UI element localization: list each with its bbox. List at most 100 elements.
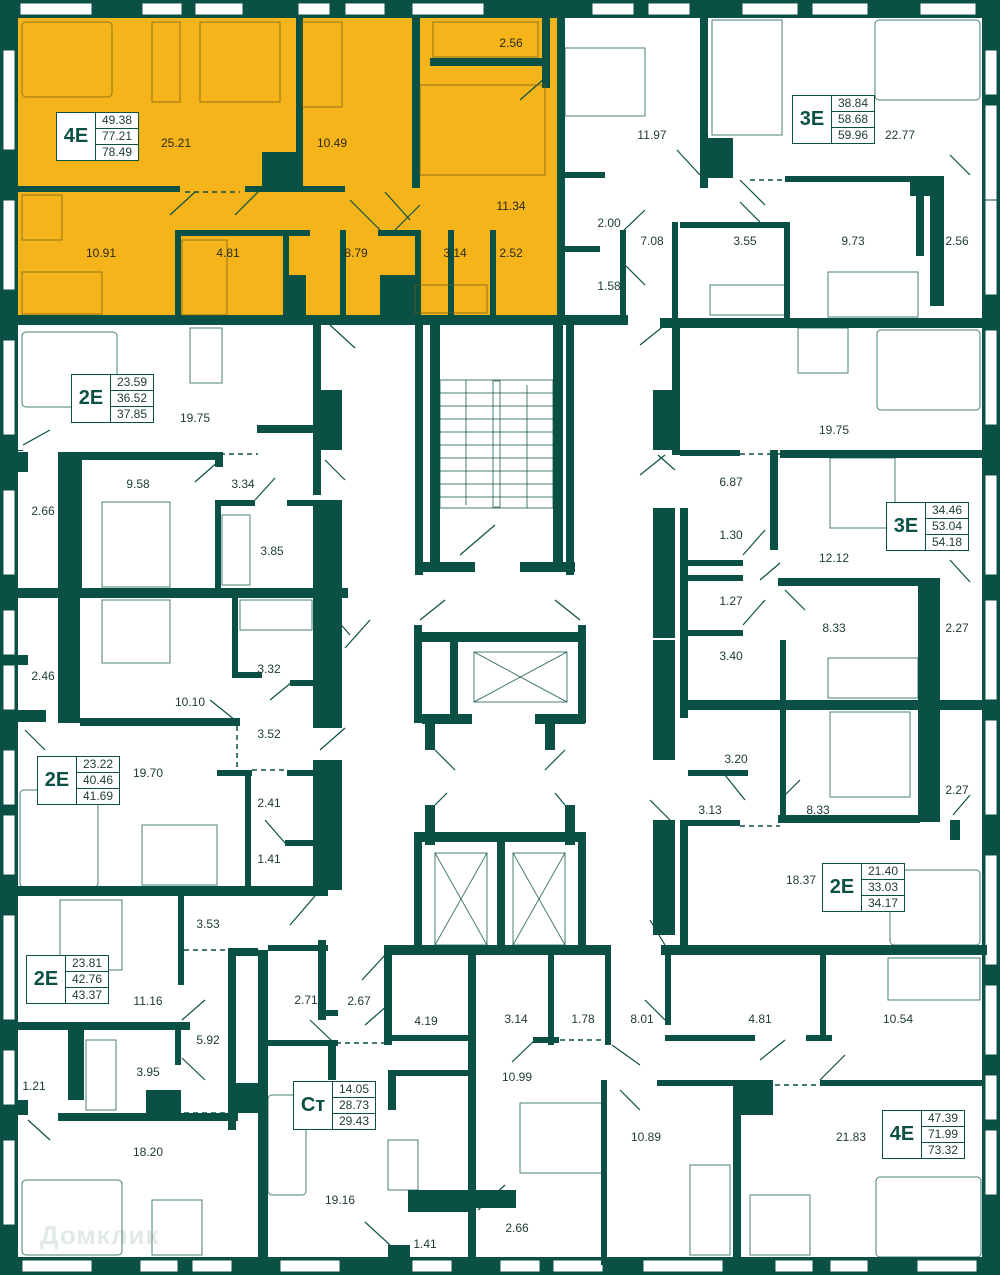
apartment-type-label: 2E bbox=[72, 375, 111, 422]
interior-walls bbox=[18, 18, 987, 1265]
room-area-label: 19.75 bbox=[179, 411, 211, 425]
room-area-label: 4.81 bbox=[748, 1012, 772, 1026]
room-area-label: 10.49 bbox=[316, 136, 348, 150]
apartment-badge-3e-top-right[interactable]: 3E 38.84 58.68 59.96 bbox=[792, 95, 876, 144]
total-area: 28.73 bbox=[333, 1098, 376, 1114]
elevator-shafts bbox=[434, 651, 568, 946]
room-area-label: 2.66 bbox=[31, 504, 55, 518]
room-area-label: 2.46 bbox=[31, 669, 55, 683]
room-area-label: 3.14 bbox=[504, 1012, 528, 1026]
room-area-label: 8.79 bbox=[344, 246, 368, 260]
room-area-label: 1.41 bbox=[257, 852, 281, 866]
room-area-label: 2.56 bbox=[499, 36, 523, 50]
zone-separators bbox=[184, 179, 820, 1114]
total-area: 53.04 bbox=[926, 519, 969, 535]
room-area-label: 3.53 bbox=[196, 917, 220, 931]
room-area-label: 10.89 bbox=[630, 1130, 662, 1144]
apartment-badge-2e-left-1[interactable]: 2E 23.59 36.52 37.85 bbox=[71, 374, 155, 423]
living-area: 49.38 bbox=[96, 113, 139, 129]
living-area: 23.59 bbox=[111, 375, 154, 391]
room-area-label: 10.10 bbox=[174, 695, 206, 709]
apartment-type-label: 4E bbox=[883, 1111, 922, 1158]
room-area-label: 2.27 bbox=[945, 621, 969, 635]
room-area-label: 2.67 bbox=[347, 994, 371, 1008]
room-area-label: 19.75 bbox=[818, 423, 850, 437]
apartment-badge-4e-top-left[interactable]: 4E 49.38 77.21 78.49 bbox=[56, 112, 140, 161]
apartment-badge-2e-left-3[interactable]: 2E 23.81 42.76 43.37 bbox=[26, 955, 110, 1004]
room-area-label: 2.71 bbox=[294, 993, 318, 1007]
apartment-badge-3e-right-mid[interactable]: 3E 34.46 53.04 54.18 bbox=[886, 502, 970, 551]
watermark-logo: Домклик bbox=[40, 1220, 160, 1250]
room-area-label: 8.33 bbox=[822, 621, 846, 635]
total-area: 33.03 bbox=[862, 880, 905, 896]
room-area-label: 10.54 bbox=[882, 1012, 914, 1026]
room-area-label: 8.01 bbox=[630, 1012, 654, 1026]
room-area-label: 3.95 bbox=[136, 1065, 160, 1079]
total-area-with-balcony: 37.85 bbox=[117, 407, 148, 421]
apartment-type-label: 3E bbox=[887, 503, 926, 550]
apartment-badge-4e-bottom-right[interactable]: 4E 47.39 71.99 73.32 bbox=[882, 1110, 966, 1159]
room-area-label: 11.34 bbox=[496, 199, 526, 213]
room-area-label: 11.16 bbox=[133, 994, 163, 1008]
room-area-label: 8.33 bbox=[806, 803, 830, 817]
room-area-label: 2.41 bbox=[257, 796, 281, 810]
room-area-label: 18.37 bbox=[785, 873, 817, 887]
room-area-label: 4.81 bbox=[216, 246, 240, 260]
living-area: 34.46 bbox=[926, 503, 969, 519]
room-area-label: 1.58 bbox=[597, 279, 621, 293]
total-area: 40.46 bbox=[77, 773, 120, 789]
living-area: 23.81 bbox=[66, 956, 109, 972]
apartment-badge-2e-left-2[interactable]: 2E 23.22 40.46 41.69 bbox=[37, 756, 121, 805]
room-area-label: 1.21 bbox=[22, 1079, 46, 1093]
room-area-label: 1.78 bbox=[571, 1012, 595, 1026]
room-area-label: 7.08 bbox=[640, 234, 664, 248]
total-area: 36.52 bbox=[111, 391, 154, 407]
room-area-label: 3.20 bbox=[724, 752, 748, 766]
apartment-badge-2e-right-low[interactable]: 2E 21.40 33.03 34.17 bbox=[822, 863, 906, 912]
room-area-label: 10.99 bbox=[501, 1070, 533, 1084]
room-area-label: 18.20 bbox=[132, 1145, 164, 1159]
room-area-label: 19.70 bbox=[132, 766, 164, 780]
total-area: 71.99 bbox=[922, 1127, 965, 1143]
room-area-label: 3.34 bbox=[231, 477, 255, 491]
stairwell bbox=[439, 379, 554, 509]
room-area-label: 3.32 bbox=[257, 662, 281, 676]
apartment-type-label: 2E bbox=[38, 757, 77, 804]
room-area-label: 19.16 bbox=[324, 1193, 356, 1207]
room-area-label: 3.13 bbox=[698, 803, 722, 817]
apartment-badge-studio[interactable]: Ст 14.05 28.73 29.43 bbox=[293, 1081, 377, 1130]
room-area-label: 21.83 bbox=[835, 1130, 867, 1144]
apartment-type-label: Ст bbox=[294, 1082, 333, 1129]
total-area-with-balcony: 78.49 bbox=[102, 145, 133, 159]
total-area-with-balcony: 34.17 bbox=[868, 896, 899, 910]
room-area-label: 3.52 bbox=[257, 727, 281, 741]
room-area-label: 2.66 bbox=[505, 1221, 529, 1235]
total-area: 42.76 bbox=[66, 972, 109, 988]
apartment-type-label: 4E bbox=[57, 113, 96, 160]
apartment-type-label: 2E bbox=[27, 956, 66, 1003]
room-area-label: 1.41 bbox=[413, 1237, 437, 1251]
room-area-label: 12.12 bbox=[818, 551, 850, 565]
room-area-label: 3.40 bbox=[719, 649, 743, 663]
apartment-type-label: 3E bbox=[793, 96, 832, 143]
room-area-label: 3.85 bbox=[260, 544, 284, 558]
total-area-with-balcony: 73.32 bbox=[928, 1143, 959, 1157]
living-area: 38.84 bbox=[832, 96, 875, 112]
room-area-label: 2.00 bbox=[597, 216, 621, 230]
room-area-label: 3.55 bbox=[733, 234, 757, 248]
furniture bbox=[19, 19, 982, 1258]
living-area: 23.22 bbox=[77, 757, 120, 773]
room-area-label: 2.56 bbox=[945, 234, 969, 248]
room-area-label: 3.14 bbox=[443, 246, 467, 260]
room-area-label: 1.27 bbox=[719, 594, 743, 608]
room-area-label: 9.58 bbox=[126, 477, 150, 491]
total-area-with-balcony: 43.37 bbox=[72, 988, 103, 1002]
room-area-label: 6.87 bbox=[719, 475, 743, 489]
total-area: 77.21 bbox=[96, 129, 139, 145]
room-area-label: 25.21 bbox=[160, 136, 192, 150]
living-area: 21.40 bbox=[862, 864, 905, 880]
room-area-label: 4.19 bbox=[414, 1014, 438, 1028]
room-area-label: 11.97 bbox=[637, 128, 667, 142]
